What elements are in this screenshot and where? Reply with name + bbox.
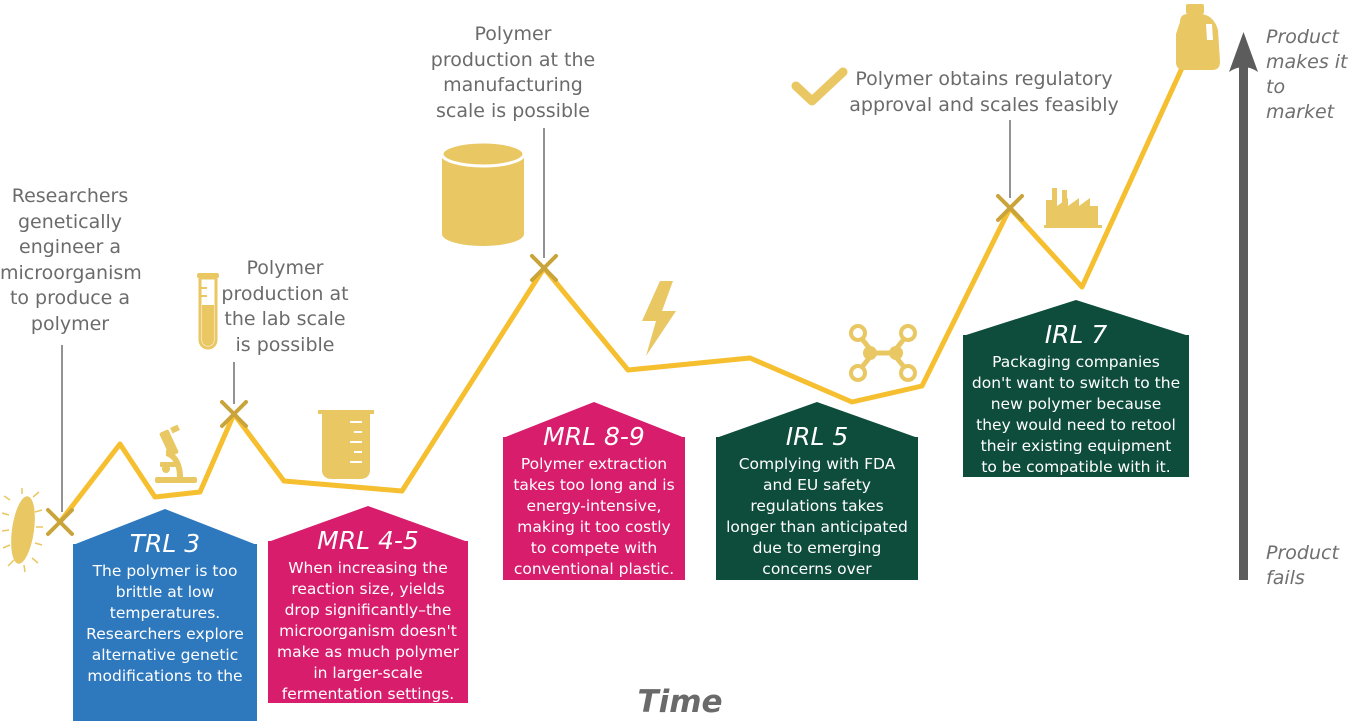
molecule-icon (849, 324, 917, 382)
test-tube-icon (197, 273, 219, 350)
lightning-icon (642, 281, 676, 356)
setback-box-mrl-4-5: MRL 4-5 When increasing the reaction siz… (268, 506, 468, 703)
axis-top-label: Product makes it to market (1266, 26, 1348, 123)
setback-title: TRL 3 (129, 529, 201, 558)
bacterium-icon (1, 488, 43, 573)
milestone-note-manufacturing-scale: Polymer production at the manufacturing … (430, 23, 596, 122)
milestone-note-engineer: Researchers genetically engineer a micro… (0, 185, 142, 335)
microscope-icon (155, 424, 197, 483)
setback-text: Complying with FDA and EU safety regulat… (726, 455, 908, 599)
axis-bottom-label: Product fails (1266, 542, 1339, 589)
x-axis-label: Time (637, 684, 723, 720)
x-marker-icon (46, 508, 74, 536)
factory-icon (1044, 188, 1102, 228)
milestone-note-lab-scale: Polymer production at the lab scale is p… (221, 257, 349, 356)
setback-box-irl-7: IRL 7 Packaging companies don't want to … (963, 300, 1189, 477)
setback-title: IRL 5 (785, 422, 849, 451)
setback-title: IRL 7 (1044, 320, 1108, 349)
setback-box-irl-5: IRL 5 Complying with FDA and EU safety r… (716, 402, 918, 599)
x-marker-icon (996, 194, 1024, 222)
setback-text: Polymer extraction takes too long and is… (513, 455, 675, 578)
barrel-icon (440, 140, 526, 246)
beaker-icon (318, 410, 374, 479)
checkmark-icon (791, 67, 848, 106)
milestone-note-regulatory-approval: Polymer obtains regulatory approval and … (849, 68, 1119, 116)
leader-lines (61, 120, 1011, 512)
setback-box-mrl-8-9: MRL 8-9 Polymer extraction takes too lon… (503, 402, 685, 580)
x-marker-icon (530, 254, 558, 282)
setback-title: MRL 4-5 (317, 526, 419, 555)
jug-icon (1176, 4, 1220, 70)
setback-text: The polymer is too brittle at low temper… (86, 562, 244, 685)
outcome-arrow (1229, 32, 1258, 580)
x-marker-icon (220, 400, 248, 428)
setback-text: When increasing the reaction size, yield… (277, 559, 459, 703)
setback-title: MRL 8-9 (543, 422, 645, 451)
setback-box-trl-3: TRL 3 The polymer is too brittle at low … (73, 509, 257, 721)
setback-text: Packaging companies don't want to switch… (971, 353, 1181, 476)
milestone-markers (46, 194, 1024, 536)
